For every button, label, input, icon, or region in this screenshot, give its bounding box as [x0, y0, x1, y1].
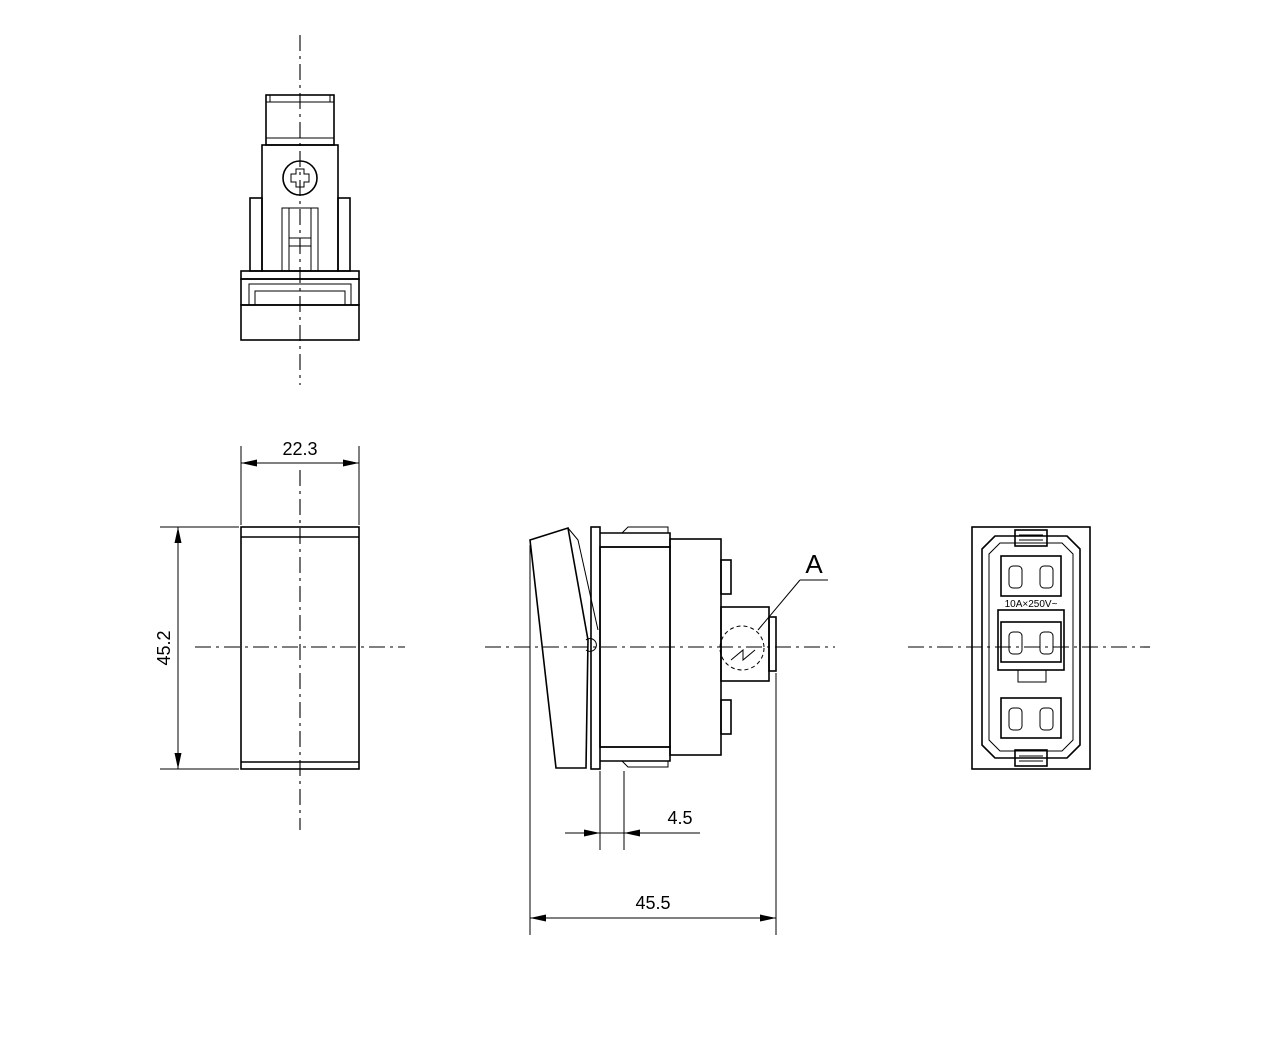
terminal-bottom [720, 699, 732, 735]
bottom-latch [1014, 749, 1048, 767]
detail-a-label: A [805, 549, 823, 579]
detail-a-circle [719, 625, 765, 671]
top-view-bezel [240, 304, 360, 341]
depth-dimension-label: 45.5 [635, 893, 670, 913]
terminal-top [720, 559, 732, 595]
rocker-actuator [529, 526, 589, 769]
rear-view: 10A×250V~ [908, 526, 1150, 770]
side-view-back-plate [768, 616, 777, 672]
screw-cross-icon [290, 168, 310, 188]
rear-view-inner-frame [981, 535, 1081, 759]
terminal-pair-middle [997, 609, 1065, 671]
top-latch [1014, 529, 1048, 547]
terminal-screw [282, 160, 318, 196]
front-view: 22.3 45.2 [154, 439, 405, 830]
terminal-pair-bottom [1000, 697, 1062, 739]
detail-a-leader [757, 579, 801, 631]
height-dimension-label: 45.2 [154, 630, 174, 665]
width-dimension-label: 22.3 [282, 439, 317, 459]
top-view-right-tab [337, 197, 351, 272]
top-view-left-tab [249, 197, 263, 272]
front-view-outline [240, 526, 360, 770]
terminal-pair-top [1000, 555, 1062, 597]
rear-view-outline [971, 526, 1091, 770]
offset-dimension-label: 4.5 [667, 808, 692, 828]
side-view: A 4.5 45.5 [485, 526, 835, 935]
top-view [240, 35, 360, 385]
rating-label: 10A×250V~ [1005, 599, 1058, 610]
